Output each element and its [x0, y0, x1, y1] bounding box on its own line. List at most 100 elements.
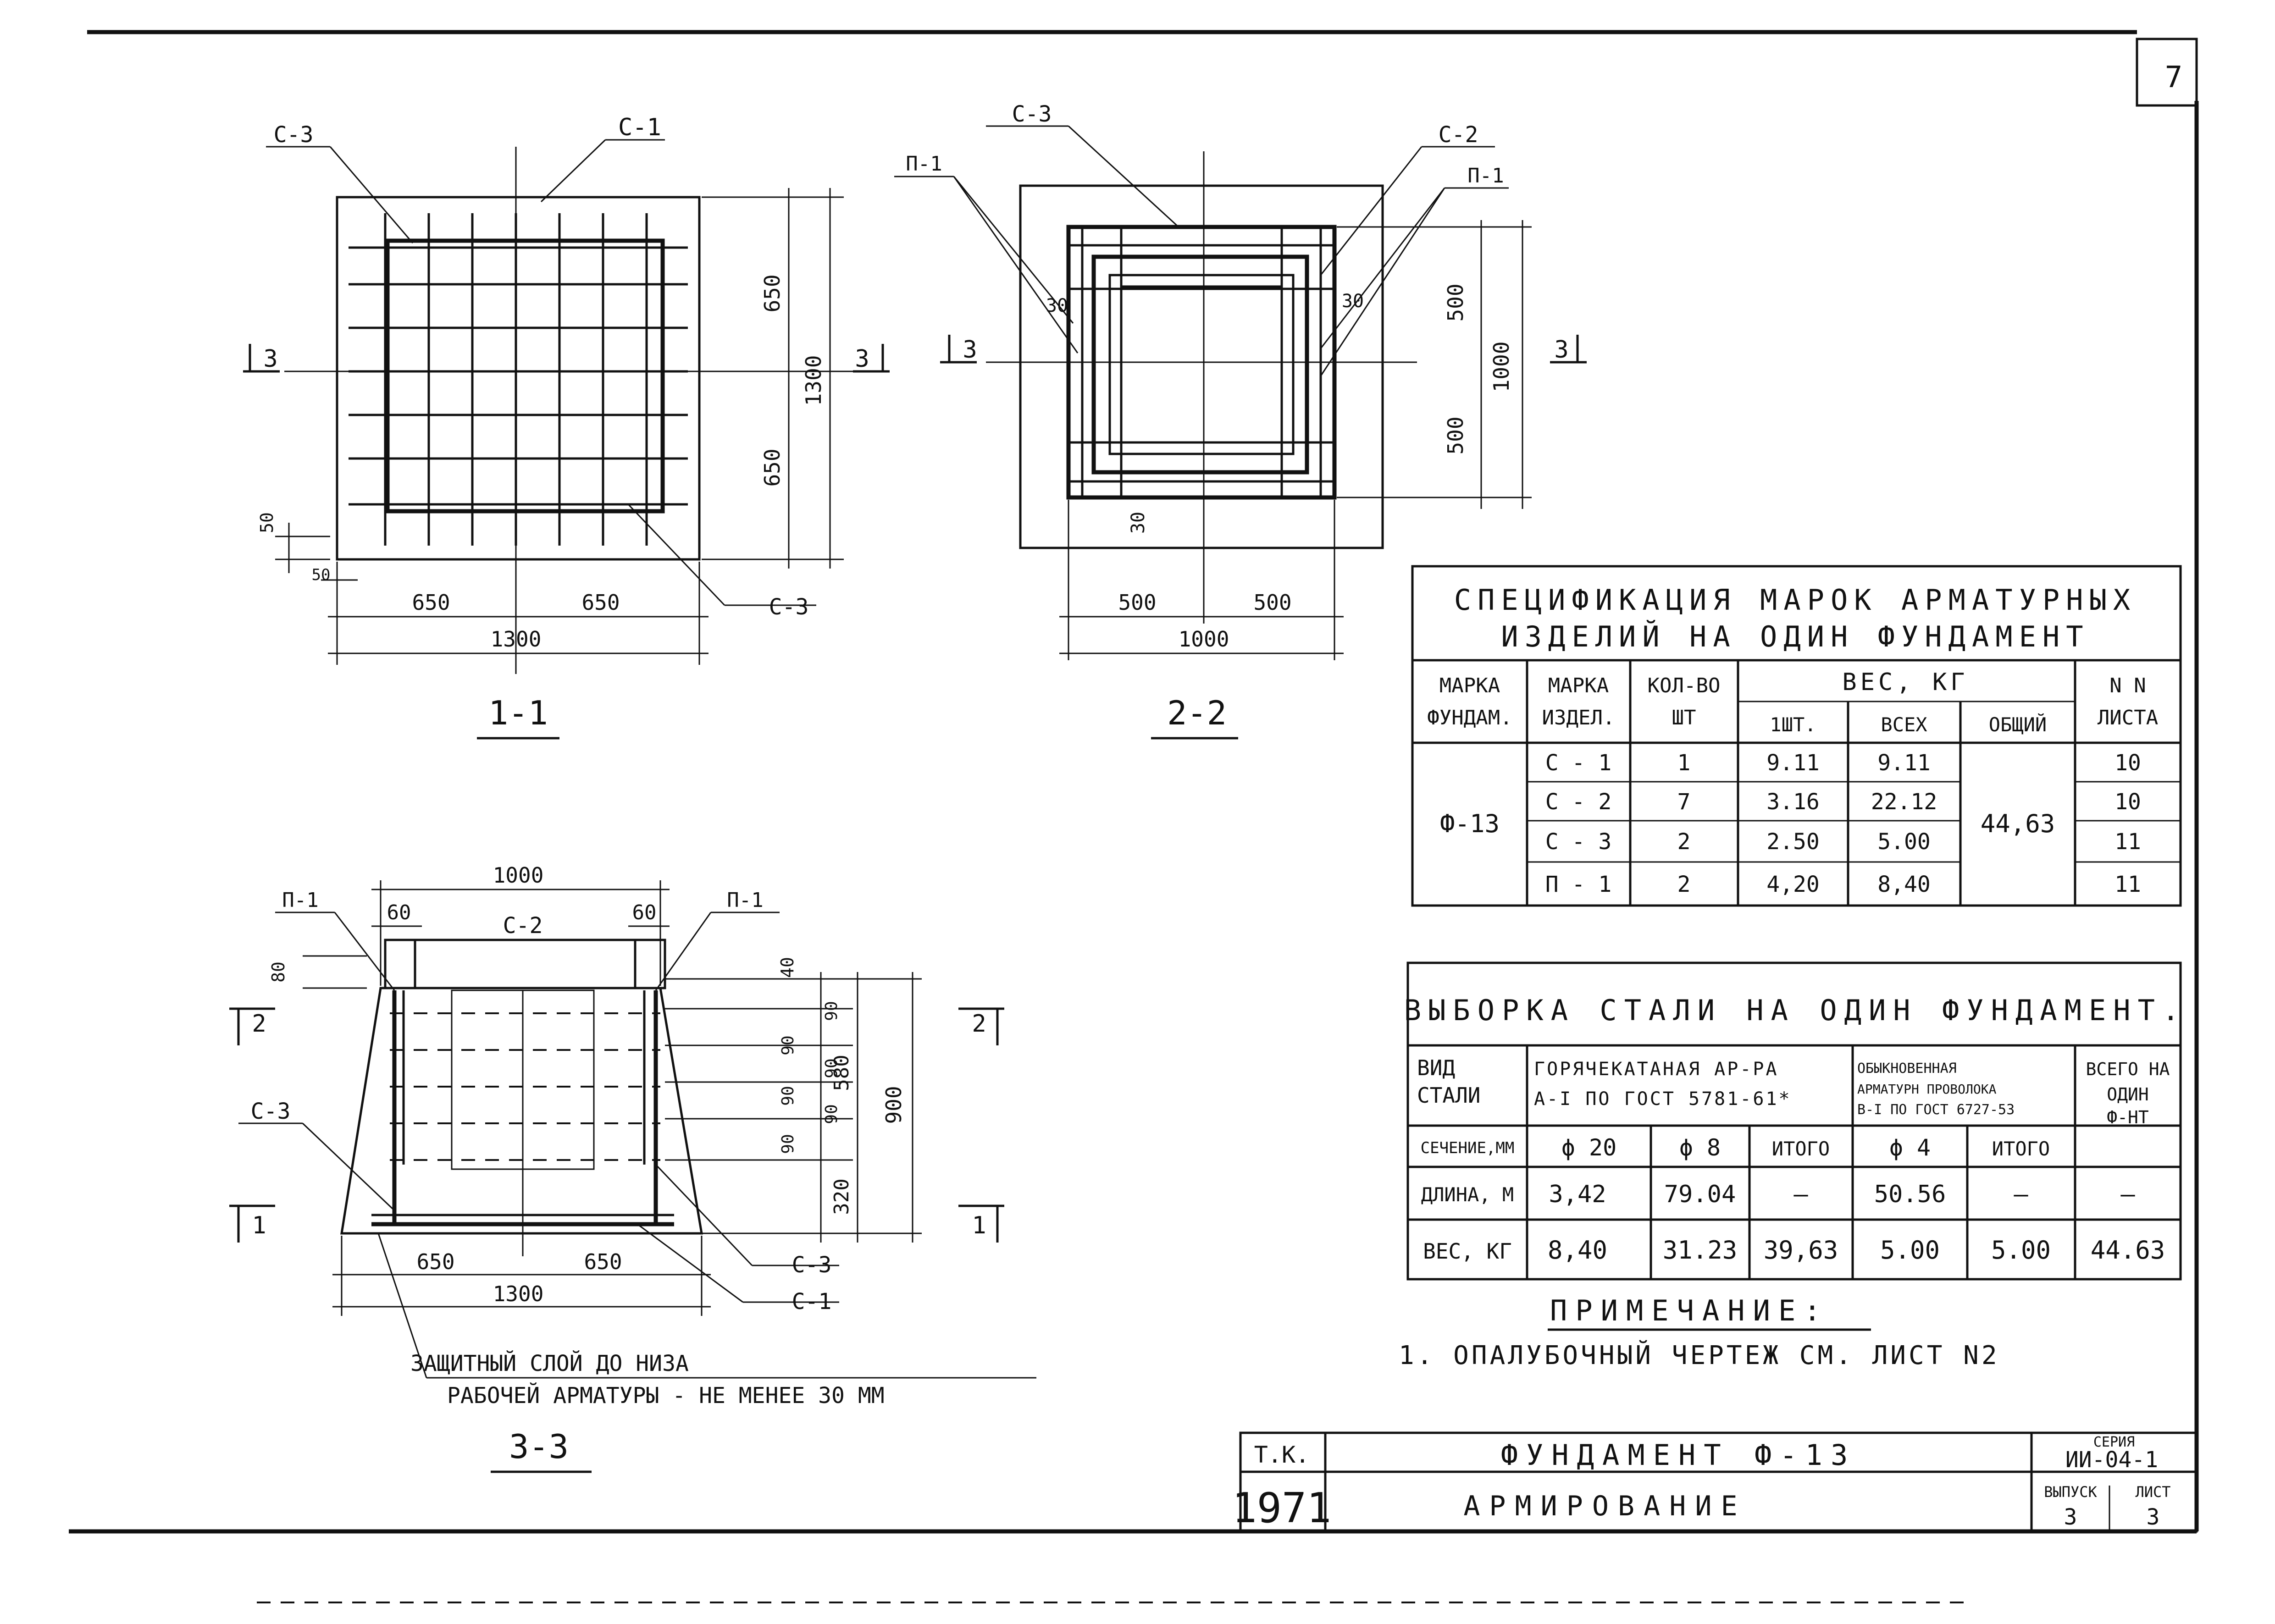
dim-90-4: 90	[779, 1086, 797, 1105]
label-c1: С-1	[618, 114, 661, 141]
spec-row-1-w1: 9.11	[1766, 750, 1820, 776]
steel-header-vid-2: СТАЛИ	[1417, 1083, 1480, 1108]
notes-heading: ПРИМЕЧАНИЕ:	[1550, 1294, 1829, 1327]
steel-weight-c3: 39,63	[1764, 1236, 1838, 1265]
dim-900: 900	[881, 1086, 906, 1124]
dim-90-3: 90	[822, 1058, 841, 1078]
spec-row-4-w1: 4,20	[1766, 872, 1820, 897]
dim-90-5: 90	[822, 1104, 841, 1124]
spec-row-4-mark: П - 1	[1545, 872, 1612, 897]
section-2-2-title: 2-2	[1167, 694, 1227, 732]
notes-block: ПРИМЕЧАНИЕ: 1. ОПАЛУБОЧНЫЙ ЧЕРТЕЖ СМ. ЛИ…	[1399, 1294, 2000, 1370]
section-3-3-c2-mesh	[390, 1012, 660, 1161]
spec-row-2-wall: 22.12	[1871, 789, 1937, 815]
steel-weight-c5: 5.00	[1991, 1236, 2051, 1265]
steel-header-total-3: Ф-НТ	[2107, 1107, 2149, 1127]
spec-header-kol-1: КОЛ-ВО	[1648, 674, 1721, 697]
label-p1-right-33: П-1	[727, 889, 763, 912]
spec-row-4-sheet: 11	[2114, 872, 2141, 897]
dim-650-left: 650	[412, 590, 450, 615]
spec-table: СПЕЦИФИКАЦИЯ МАРОК АРМАТУРНЫХ ИЗДЕЛИЙ НА…	[1411, 565, 2182, 907]
steel-section-c4: ϕ 4	[1889, 1134, 1931, 1161]
cut-mark-3-right-22: 3	[1554, 336, 1568, 364]
dim-90-6: 90	[779, 1134, 797, 1154]
spec-header-marka-fund-1: МАРКА	[1439, 674, 1500, 697]
dim-60-left: 60	[387, 901, 411, 924]
title-year: 1971	[1232, 1484, 1332, 1532]
spec-header-marka-fund-2: ФУНДАМ.	[1427, 706, 1512, 729]
label-c1-33: С-1	[792, 1289, 832, 1315]
section-1-1: 650 1300 650 650 650 1300 50 50 С-3 С-1 …	[243, 114, 890, 740]
dim-500-top: 500	[1443, 283, 1468, 321]
steel-length-c4: 50.56	[1874, 1181, 1946, 1208]
cut-mark-1-left: 1	[252, 1212, 266, 1239]
title-issue: 3	[2064, 1504, 2077, 1530]
steel-weight-c6: 44.63	[2091, 1236, 2165, 1265]
spec-header-list-1: N N	[2109, 674, 2146, 697]
spec-row-2-qty: 7	[1677, 789, 1691, 815]
dim-650-left-33: 650	[416, 1249, 454, 1274]
spec-row-2-sheet: 10	[2114, 789, 2141, 815]
title-org: Т.К.	[1254, 1442, 1309, 1468]
steel-section-c5: ИТОГО	[1992, 1138, 2050, 1160]
steel-table-title: ВЫБОРКА СТАЛИ НА ОДИН ФУНДАМЕНТ.	[1404, 994, 2186, 1027]
spec-row-4-wall: 8,40	[1877, 872, 1931, 897]
title-sheet-label: ЛИСТ	[2135, 1483, 2170, 1501]
cut-mark-3-right: 3	[855, 345, 869, 373]
steel-length-c3: —	[1793, 1181, 1808, 1208]
steel-weight-label: ВЕС, КГ	[1423, 1239, 1512, 1264]
section-3-3-title: 3-3	[509, 1427, 569, 1466]
protective-layer-note-line1: ЗАЩИТНЫЙ СЛОЙ ДО НИЗА	[410, 1350, 689, 1376]
spec-table-title-line1: СПЕЦИФИКАЦИЯ МАРОК АРМАТУРНЫХ	[1454, 583, 2137, 617]
dim-40: 40	[777, 957, 797, 978]
spec-header-marka-izd-1: МАРКА	[1548, 674, 1609, 697]
steel-length-c1: 3,42	[1549, 1181, 1606, 1208]
spec-table-title-line2: ИЗДЕЛИЙ НА ОДИН ФУНДАМЕНТ	[1501, 620, 2089, 653]
steel-header-hot-1: ГОРЯЧЕКАТАНАЯ АР-РА	[1534, 1059, 1779, 1080]
spec-row-1-sheet: 10	[2114, 750, 2141, 776]
label-c3-left-33: С-3	[251, 1099, 291, 1124]
steel-header-wire-1: ОБЫКНОВЕННАЯ	[1857, 1061, 1957, 1077]
spec-foundation: Ф-13	[1440, 809, 1500, 838]
spec-row-1-qty: 1	[1677, 750, 1691, 776]
cut-mark-3-left: 3	[263, 345, 277, 373]
spec-row-3-qty: 2	[1677, 829, 1691, 855]
dim-1300-vertical: 1300	[801, 355, 826, 406]
cut-mark-3-left-22: 3	[963, 336, 977, 364]
spec-row-1-wall: 9.11	[1877, 750, 1931, 776]
page-number: 7	[2165, 61, 2183, 94]
steel-length-c2: 79.04	[1664, 1181, 1736, 1208]
label-c2: С-2	[1439, 122, 1478, 148]
spec-row-3-sheet: 11	[2114, 829, 2141, 855]
spec-header-marka-izd-2: ИЗДЕЛ.	[1542, 706, 1615, 729]
dim-cover-50-vertical: 50	[257, 512, 277, 533]
cut-mark-2-left: 2	[252, 1010, 266, 1038]
steel-length-c5: —	[2014, 1181, 2028, 1208]
steel-section-c1: ϕ 20	[1561, 1134, 1616, 1161]
dim-1300-horizontal: 1300	[491, 627, 542, 652]
title-name: ФУНДАМЕНТ Ф-13	[1501, 1438, 1856, 1472]
spec-total-weight: 44,63	[1981, 809, 2055, 838]
title-issue-label: ВЫПУСК	[2044, 1483, 2097, 1501]
steel-length-label: ДЛИНА, М	[1421, 1183, 1514, 1206]
steel-weight-c4: 5.00	[1880, 1236, 1940, 1265]
label-p1-right: П-1	[1467, 164, 1504, 188]
spec-header-kol-2: ШТ	[1672, 706, 1696, 729]
spec-row-2-mark: С - 2	[1545, 789, 1612, 815]
dim-500-bottom: 500	[1443, 416, 1468, 454]
spec-row-3-mark: С - 3	[1545, 829, 1612, 855]
notes-item-1: 1. ОПАЛУБОЧНЫЙ ЧЕРТЕЖ СМ. ЛИСТ N2	[1399, 1340, 2000, 1370]
steel-header-hot-2: А-I ПО ГОСТ 5781-61*	[1534, 1088, 1792, 1110]
dim-cover-30-bottom: 30	[1128, 512, 1149, 534]
cut-mark-2-right: 2	[972, 1010, 986, 1038]
dim-320: 320	[830, 1178, 853, 1215]
dim-cover-50-horizontal: 50	[312, 566, 331, 584]
spec-header-ves: ВЕС, КГ	[1842, 668, 1968, 696]
label-c2-33: С-2	[503, 913, 543, 939]
section-1-1-mesh	[349, 213, 688, 546]
label-c3-right-33: С-3	[792, 1252, 832, 1278]
steel-weight-c1: 8,40	[1548, 1236, 1607, 1265]
section-3-3: 1000 60 60 С-2 80 40 90 90 90 90 90 90 5…	[229, 863, 1036, 1473]
steel-header-total-1: ВСЕГО НА	[2086, 1059, 2170, 1079]
